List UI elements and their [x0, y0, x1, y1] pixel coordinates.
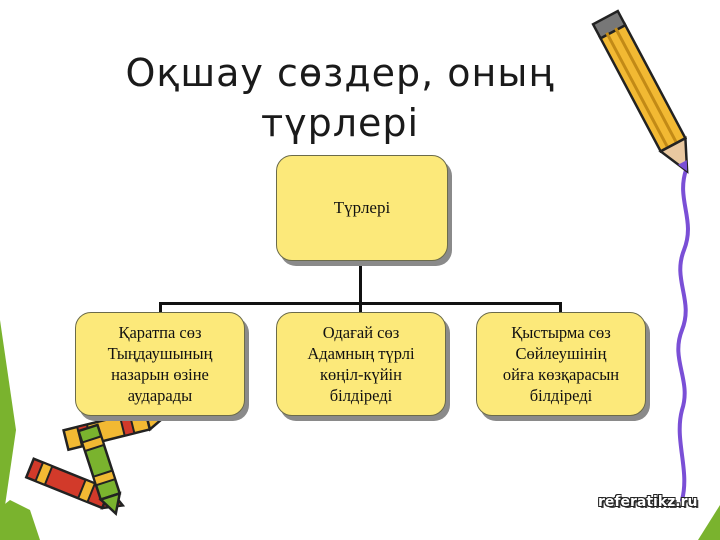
purple-squiggle: [676, 168, 690, 502]
child-1-line-1: Қаратпа сөз: [118, 323, 202, 342]
connector-child-3: [559, 302, 562, 312]
pencil-icon: [591, 9, 689, 174]
title-line-1: Оқшау сөздер, оның: [125, 51, 555, 95]
crayon-icon: [76, 423, 122, 517]
connector-root-down: [359, 259, 362, 303]
child-2-line-1: Одағай сөз: [322, 323, 400, 342]
child-1-line-2: Тыңдаушының: [107, 344, 213, 363]
green-left-accent: [0, 320, 16, 540]
child-3-line-4: білдіреді: [529, 386, 593, 405]
child-2-line-3: көңіл-күйін: [320, 365, 402, 384]
child-node-parenthetical-word: Қыстырма сөз Сөйлеушінің ойға көзқарасын…: [476, 312, 646, 416]
root-node: Түрлері: [276, 155, 448, 261]
child-node-interjection: Одағай сөз Адамның түрлі көңіл-күйін біл…: [276, 312, 446, 416]
green-corner-arrow: [698, 505, 720, 540]
child-1-line-4: аударады: [127, 386, 193, 405]
child-3-line-3: ойға көзқарасын: [502, 365, 620, 384]
child-node-address-word: Қаратпа сөз Тыңдаушының назарын өзіне ау…: [75, 312, 245, 416]
child-3-line-1: Қыстырма сөз: [511, 323, 611, 342]
child-2-line-4: білдіреді: [329, 386, 393, 405]
child-1-line-3: назарын өзіне: [111, 365, 209, 384]
title-line-2: түрлері: [260, 101, 420, 145]
root-node-label: Түрлері: [333, 198, 391, 217]
child-2-line-2: Адамның түрлі: [307, 344, 415, 363]
watermark-text: referatikz.ru: [598, 494, 698, 510]
slide-title: Оқшау сөздер, оның түрлері: [90, 48, 590, 148]
child-3-line-2: Сөйлеушінің: [515, 344, 607, 363]
green-bottom-accent: [0, 500, 40, 540]
connector-child-2: [359, 302, 362, 312]
connector-child-1: [159, 302, 162, 312]
